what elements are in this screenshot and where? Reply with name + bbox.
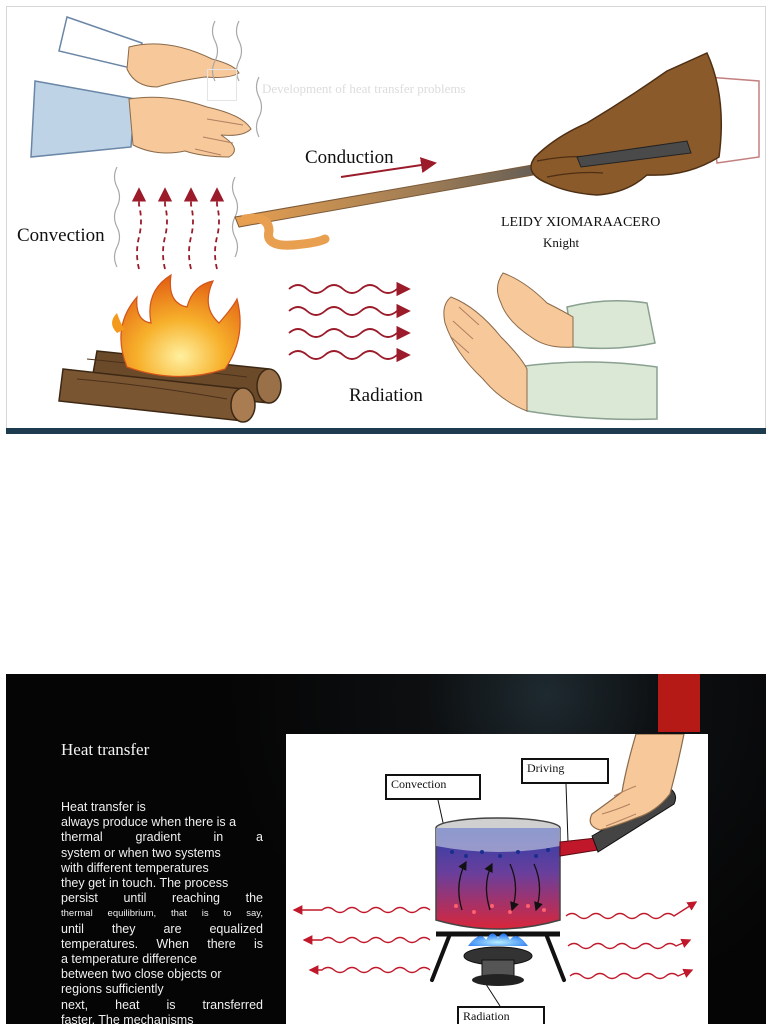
body-line: persist until reaching the [61,891,263,906]
body-line: always produce when there is a [61,815,263,830]
body-line: until they are equalized [61,922,263,937]
slide-title: Heat transfer [61,740,149,760]
body-line: a temperature difference [61,952,263,967]
label-radiation: Radiation [349,385,423,407]
body-line: between two close objects or [61,967,263,982]
gloved-hand [531,53,759,195]
poker-rod [235,159,567,245]
body-line: thermal equilibrium, that is to say, [61,906,263,921]
radiation-waves-right [566,902,696,979]
body-line: system or when two systems [61,846,263,861]
body-line: Heat transfer is [61,800,263,815]
body-line: faster. The mechanisms [61,1013,263,1024]
callout-radiation: Radiation [457,1006,545,1024]
accent-red-block [658,674,700,732]
callout-driving: Driving [521,758,609,784]
slide-bottom-bar [6,428,766,434]
fire-flame [112,275,240,377]
body-line: next, heat is transferred [61,998,263,1013]
label-conduction: Conduction [305,147,394,169]
pot-diagram: Convection Driving Radiation [286,734,708,1024]
author-name: LEIDY XIOMARAACERO [501,215,660,231]
slide-heat-transfer-illustration: Development of heat transfer problems Co… [6,6,766,434]
convection-arrows [137,189,219,269]
author-role: Knight [543,235,579,251]
body-line: with different temperatures [61,861,263,876]
faint-placeholder-box [207,69,237,101]
hands-bottom-right [444,273,657,419]
body-line: regions sufficiently [61,982,263,997]
gas-stove [432,933,564,986]
body-line: temperatures. When there is [61,937,263,952]
label-convection: Convection [17,225,105,247]
faint-slide-title: Development of heat transfer problems [262,81,466,97]
body-line: thermal gradient in a [61,830,263,845]
body-line: they get in touch. The process [61,876,263,891]
callout-convection: Convection [385,774,481,800]
radiation-waves-left [294,908,430,973]
radiation-waves [289,285,409,359]
pot-diagram-graphic [286,734,708,1024]
